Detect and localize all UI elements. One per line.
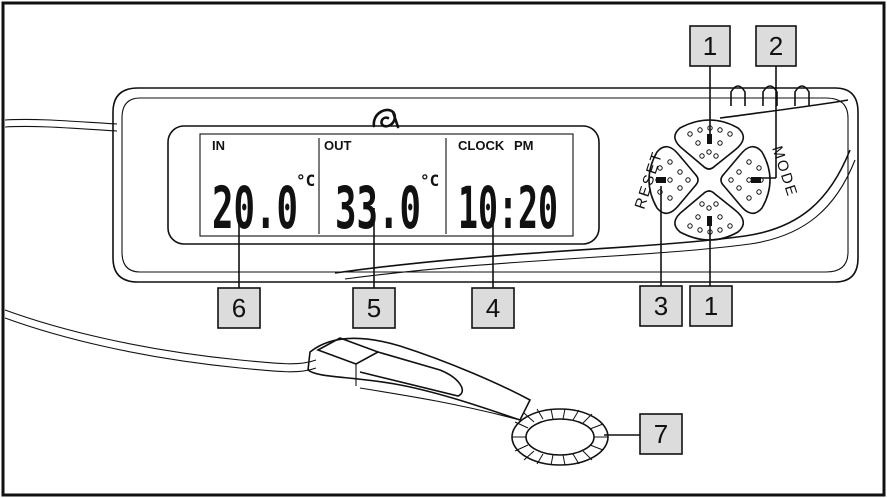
button-right[interactable] [720,145,771,215]
cable-top-2 [4,125,118,132]
callout-1-top: 1 [689,25,731,67]
lcd-in-value: 20.0 [212,174,298,242]
callout-6-text: 6 [232,293,246,323]
device-body [112,87,859,283]
callout-1-top-text: 1 [703,31,717,61]
lcd-in-unit: °C [296,171,315,190]
lcd-pm-label: PM [514,138,534,153]
callout-4-text: 4 [486,293,500,323]
button-top[interactable] [674,119,745,170]
callout-7-text: 7 [654,419,668,449]
sensor-cable-2 [4,317,317,373]
callout-2-top: 2 [755,25,797,67]
callout-7: 7 [639,413,683,455]
sensor-cable [4,309,317,365]
callout-6: 6 [217,287,261,329]
callout-5: 5 [352,287,396,329]
callout-2-top-text: 2 [769,31,783,61]
callout-3: 3 [639,285,683,327]
sensor-ring-icon [511,408,609,466]
lcd-clock-value: 10:20 [458,174,558,242]
callout-1-bottom-text: 1 [704,291,718,321]
callout-3-text: 3 [654,291,668,321]
lcd-out-label: OUT [324,138,352,153]
lcd-window [167,125,600,245]
lcd-out-value: 33.0 [335,174,421,242]
callout-1-bottom: 1 [689,285,733,327]
callout-5-text: 5 [367,293,381,323]
logo-icon [372,108,400,129]
leader-lines [238,66,777,436]
button-left[interactable] [648,145,699,215]
sensor-clip-icon [307,337,532,421]
lcd-clock-label: CLOCK [458,138,505,153]
lcd-in-label: IN [212,138,225,153]
callout-4: 4 [471,287,515,329]
mode-label: MODE [768,144,801,200]
cable-top [4,118,118,125]
hanger-loops [730,85,810,106]
lcd-out-unit: °C [420,171,439,190]
button-bottom[interactable] [674,190,745,241]
